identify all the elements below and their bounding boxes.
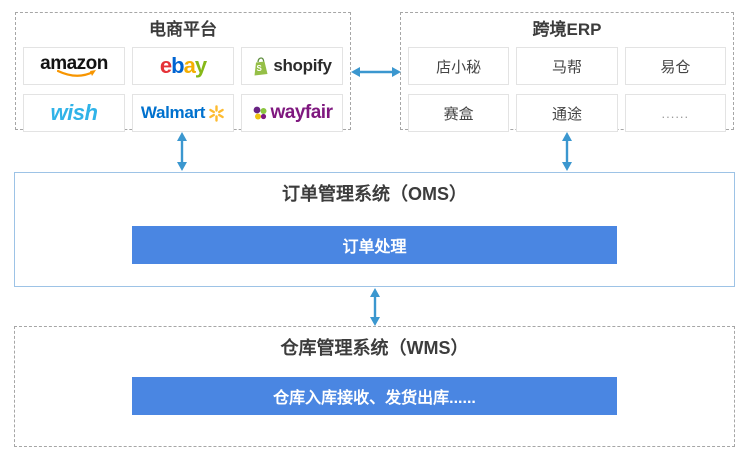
ebay-letter-e: e: [159, 53, 172, 78]
wayfair-flower-icon: [253, 106, 266, 120]
shopify-logo: S shopify: [252, 56, 332, 76]
ebay-letter-a: a: [183, 53, 196, 78]
arrow-oms-wms: [370, 288, 380, 326]
erp-cell-tongtool: 通途: [516, 94, 618, 132]
platform-group-box: 电商平台 amazon ebay: [15, 12, 351, 132]
walmart-spark-icon: [209, 104, 224, 122]
wayfair-logo: wayfair: [252, 102, 333, 124]
arrow-platform-erp: [351, 67, 401, 77]
erp-cell-yicang: 易仓: [624, 47, 726, 85]
oms-process-bar: 订单处理: [132, 226, 617, 264]
platform-cell-wish: wish: [23, 94, 125, 132]
amazon-smile-icon: [57, 70, 96, 77]
platform-cell-ebay: ebay: [132, 47, 234, 85]
oms-box: 订单管理系统（OMS） 订单处理: [14, 172, 735, 287]
erp-cell-dianxiaomi: 店小秘: [408, 47, 510, 85]
platform-cell-amazon: amazon: [23, 47, 125, 85]
wish-logo-text: wish: [50, 100, 98, 125]
oms-title: 订单管理系统（OMS）: [281, 184, 467, 204]
amazon-logo: amazon: [40, 54, 108, 78]
wms-title: 仓库管理系统（WMS）: [280, 338, 469, 358]
walmart-logo: Walmart: [141, 103, 225, 123]
svg-text:S: S: [257, 64, 263, 73]
shopify-logo-text: shopify: [273, 56, 332, 75]
amazon-logo-text: amazon: [40, 53, 108, 74]
ebay-letter-b: b: [171, 53, 184, 78]
wms-box: 仓库管理系统（WMS） 仓库入库接收、发货出库......: [14, 326, 735, 447]
walmart-logo-text: Walmart: [140, 103, 206, 122]
ebay-letter-y: y: [194, 53, 207, 78]
arrow-erp-oms: [562, 132, 572, 171]
erp-cell-more: ......: [624, 94, 726, 132]
shopify-bag-icon: S: [254, 56, 268, 75]
platform-group-title: 电商平台: [149, 20, 217, 39]
erp-group-box: 跨境ERP 店小秘 马帮 易仓 赛盒 通途 ......: [400, 12, 734, 132]
erp-cell-saihe: 赛盒: [408, 94, 510, 132]
wayfair-logo-text: wayfair: [270, 102, 333, 123]
arrow-platform-oms: [177, 132, 187, 171]
ebay-logo: ebay: [159, 53, 207, 78]
wms-process-bar: 仓库入库接收、发货出库......: [132, 377, 617, 415]
platform-cell-shopify: S shopify: [241, 47, 343, 85]
erp-cell-mabang: 马帮: [516, 47, 618, 85]
platform-cell-wayfair: wayfair: [241, 94, 343, 132]
platform-cell-walmart: Walmart: [132, 94, 234, 132]
erp-cell-grid: 店小秘 马帮 易仓 赛盒 通途 ......: [401, 41, 733, 132]
platform-logo-grid: amazon ebay S shopify: [16, 41, 350, 132]
erp-group-title: 跨境ERP: [532, 20, 602, 39]
